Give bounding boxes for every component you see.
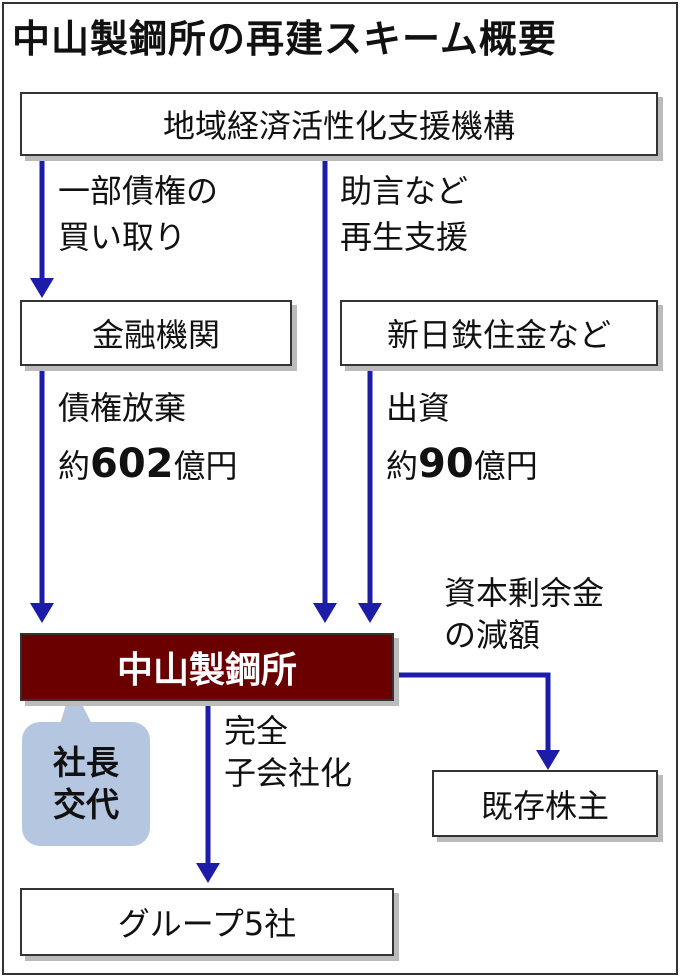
arrow-company-shareholders bbox=[395, 672, 551, 752]
callout-line: 社長 bbox=[53, 743, 119, 782]
label-amount: 約602億円 bbox=[58, 436, 238, 494]
label-line: 資本剰余金 bbox=[444, 574, 605, 612]
unit: 億円 bbox=[173, 447, 238, 485]
label-line: 買い取り bbox=[58, 218, 187, 256]
label-line: 子会社化 bbox=[224, 754, 353, 792]
unit: 億円 bbox=[473, 447, 538, 485]
arrowhead bbox=[536, 750, 560, 770]
amount: 90 bbox=[418, 441, 474, 487]
node-group: グループ5社 bbox=[20, 888, 394, 956]
prefix: 約 bbox=[386, 447, 419, 485]
callout-line: 交代 bbox=[53, 785, 119, 824]
node-shareholders: 既存株主 bbox=[432, 770, 658, 837]
node-agency: 地域経済活性化支援機構 bbox=[20, 92, 658, 156]
label-line: 再生支援 bbox=[340, 218, 469, 256]
arrowhead bbox=[358, 603, 382, 623]
label-company-group: 完全 子会社化 bbox=[224, 710, 352, 794]
arrowhead bbox=[30, 278, 54, 298]
node-banks: 金融機関 bbox=[20, 300, 292, 366]
callout-tail bbox=[60, 685, 92, 724]
callout-president-change: 社長 交代 bbox=[22, 722, 150, 846]
label-company-shareholders: 資本剰余金 の減額 bbox=[444, 572, 604, 656]
label-line: 一部債権の bbox=[58, 172, 219, 210]
arrowhead bbox=[313, 603, 337, 623]
label-agency-banks: 一部債権の 買い取り bbox=[58, 168, 218, 260]
label-line: 完全 bbox=[224, 712, 289, 750]
amount: 602 bbox=[90, 441, 174, 487]
label-line: 助言など bbox=[340, 172, 469, 210]
label-amount: 約90億円 bbox=[386, 436, 538, 494]
label-line: の減額 bbox=[444, 616, 541, 654]
diagram-title: 中山製鋼所の再建スキーム概要 bbox=[12, 17, 557, 61]
label-nssmc-company: 出資 約90億円 bbox=[386, 380, 538, 494]
node-company: 中山製鋼所 bbox=[20, 633, 394, 701]
arrowhead bbox=[196, 863, 220, 883]
label-line: 出資 bbox=[386, 389, 451, 427]
prefix: 約 bbox=[58, 447, 91, 485]
label-line: 債権放棄 bbox=[58, 389, 187, 427]
arrowhead bbox=[30, 603, 54, 623]
node-nssmc: 新日鉄住金など bbox=[340, 300, 658, 366]
label-agency-company: 助言など 再生支援 bbox=[340, 168, 468, 260]
label-banks-company: 債権放棄 約602億円 bbox=[58, 380, 238, 494]
